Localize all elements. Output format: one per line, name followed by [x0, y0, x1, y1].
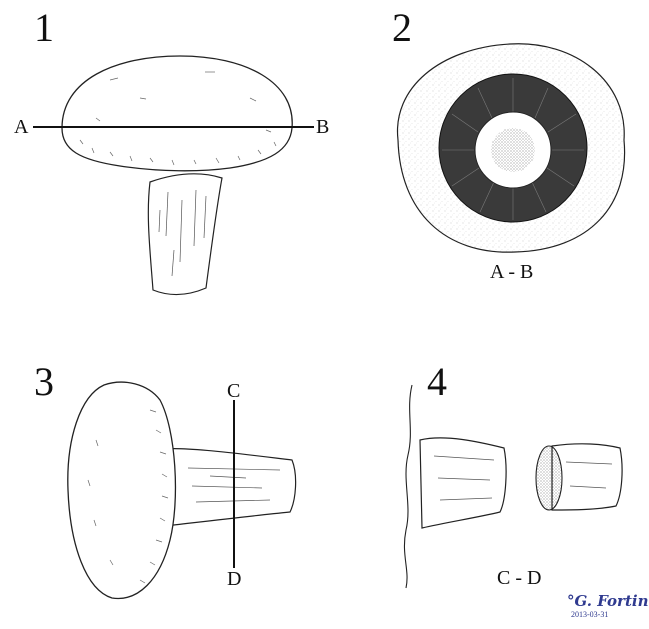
panel-number-3: 3: [34, 362, 54, 402]
section-label-a-b: A - B: [490, 262, 533, 282]
panel-3-mushroom-side: [68, 382, 296, 598]
artist-signature: °G. Fortin: [567, 594, 649, 609]
cap-outline: [62, 56, 292, 171]
panel-number-1: 1: [34, 8, 54, 48]
panel-1-mushroom-whole: [33, 56, 314, 295]
panel-4-stem-cut: [404, 385, 622, 588]
section-label-c-d: C - D: [497, 568, 541, 588]
section-center-stipple: [491, 128, 535, 172]
signature-date: 2013-03-31: [571, 611, 608, 619]
panel-number-4: 4: [427, 362, 447, 402]
stem-stump-outline: [420, 438, 506, 528]
label-b: B: [316, 117, 329, 137]
label-c: C: [227, 381, 240, 401]
label-a: A: [14, 117, 28, 137]
panel-2-cross-section-a-b: [397, 44, 624, 252]
stem-cut-face: [536, 446, 562, 510]
stem-outline: [148, 174, 222, 295]
cap-edge-wavy: [404, 385, 412, 588]
cap-side-outline: [68, 382, 176, 598]
label-d: D: [227, 569, 241, 589]
panel-number-2: 2: [392, 8, 412, 48]
